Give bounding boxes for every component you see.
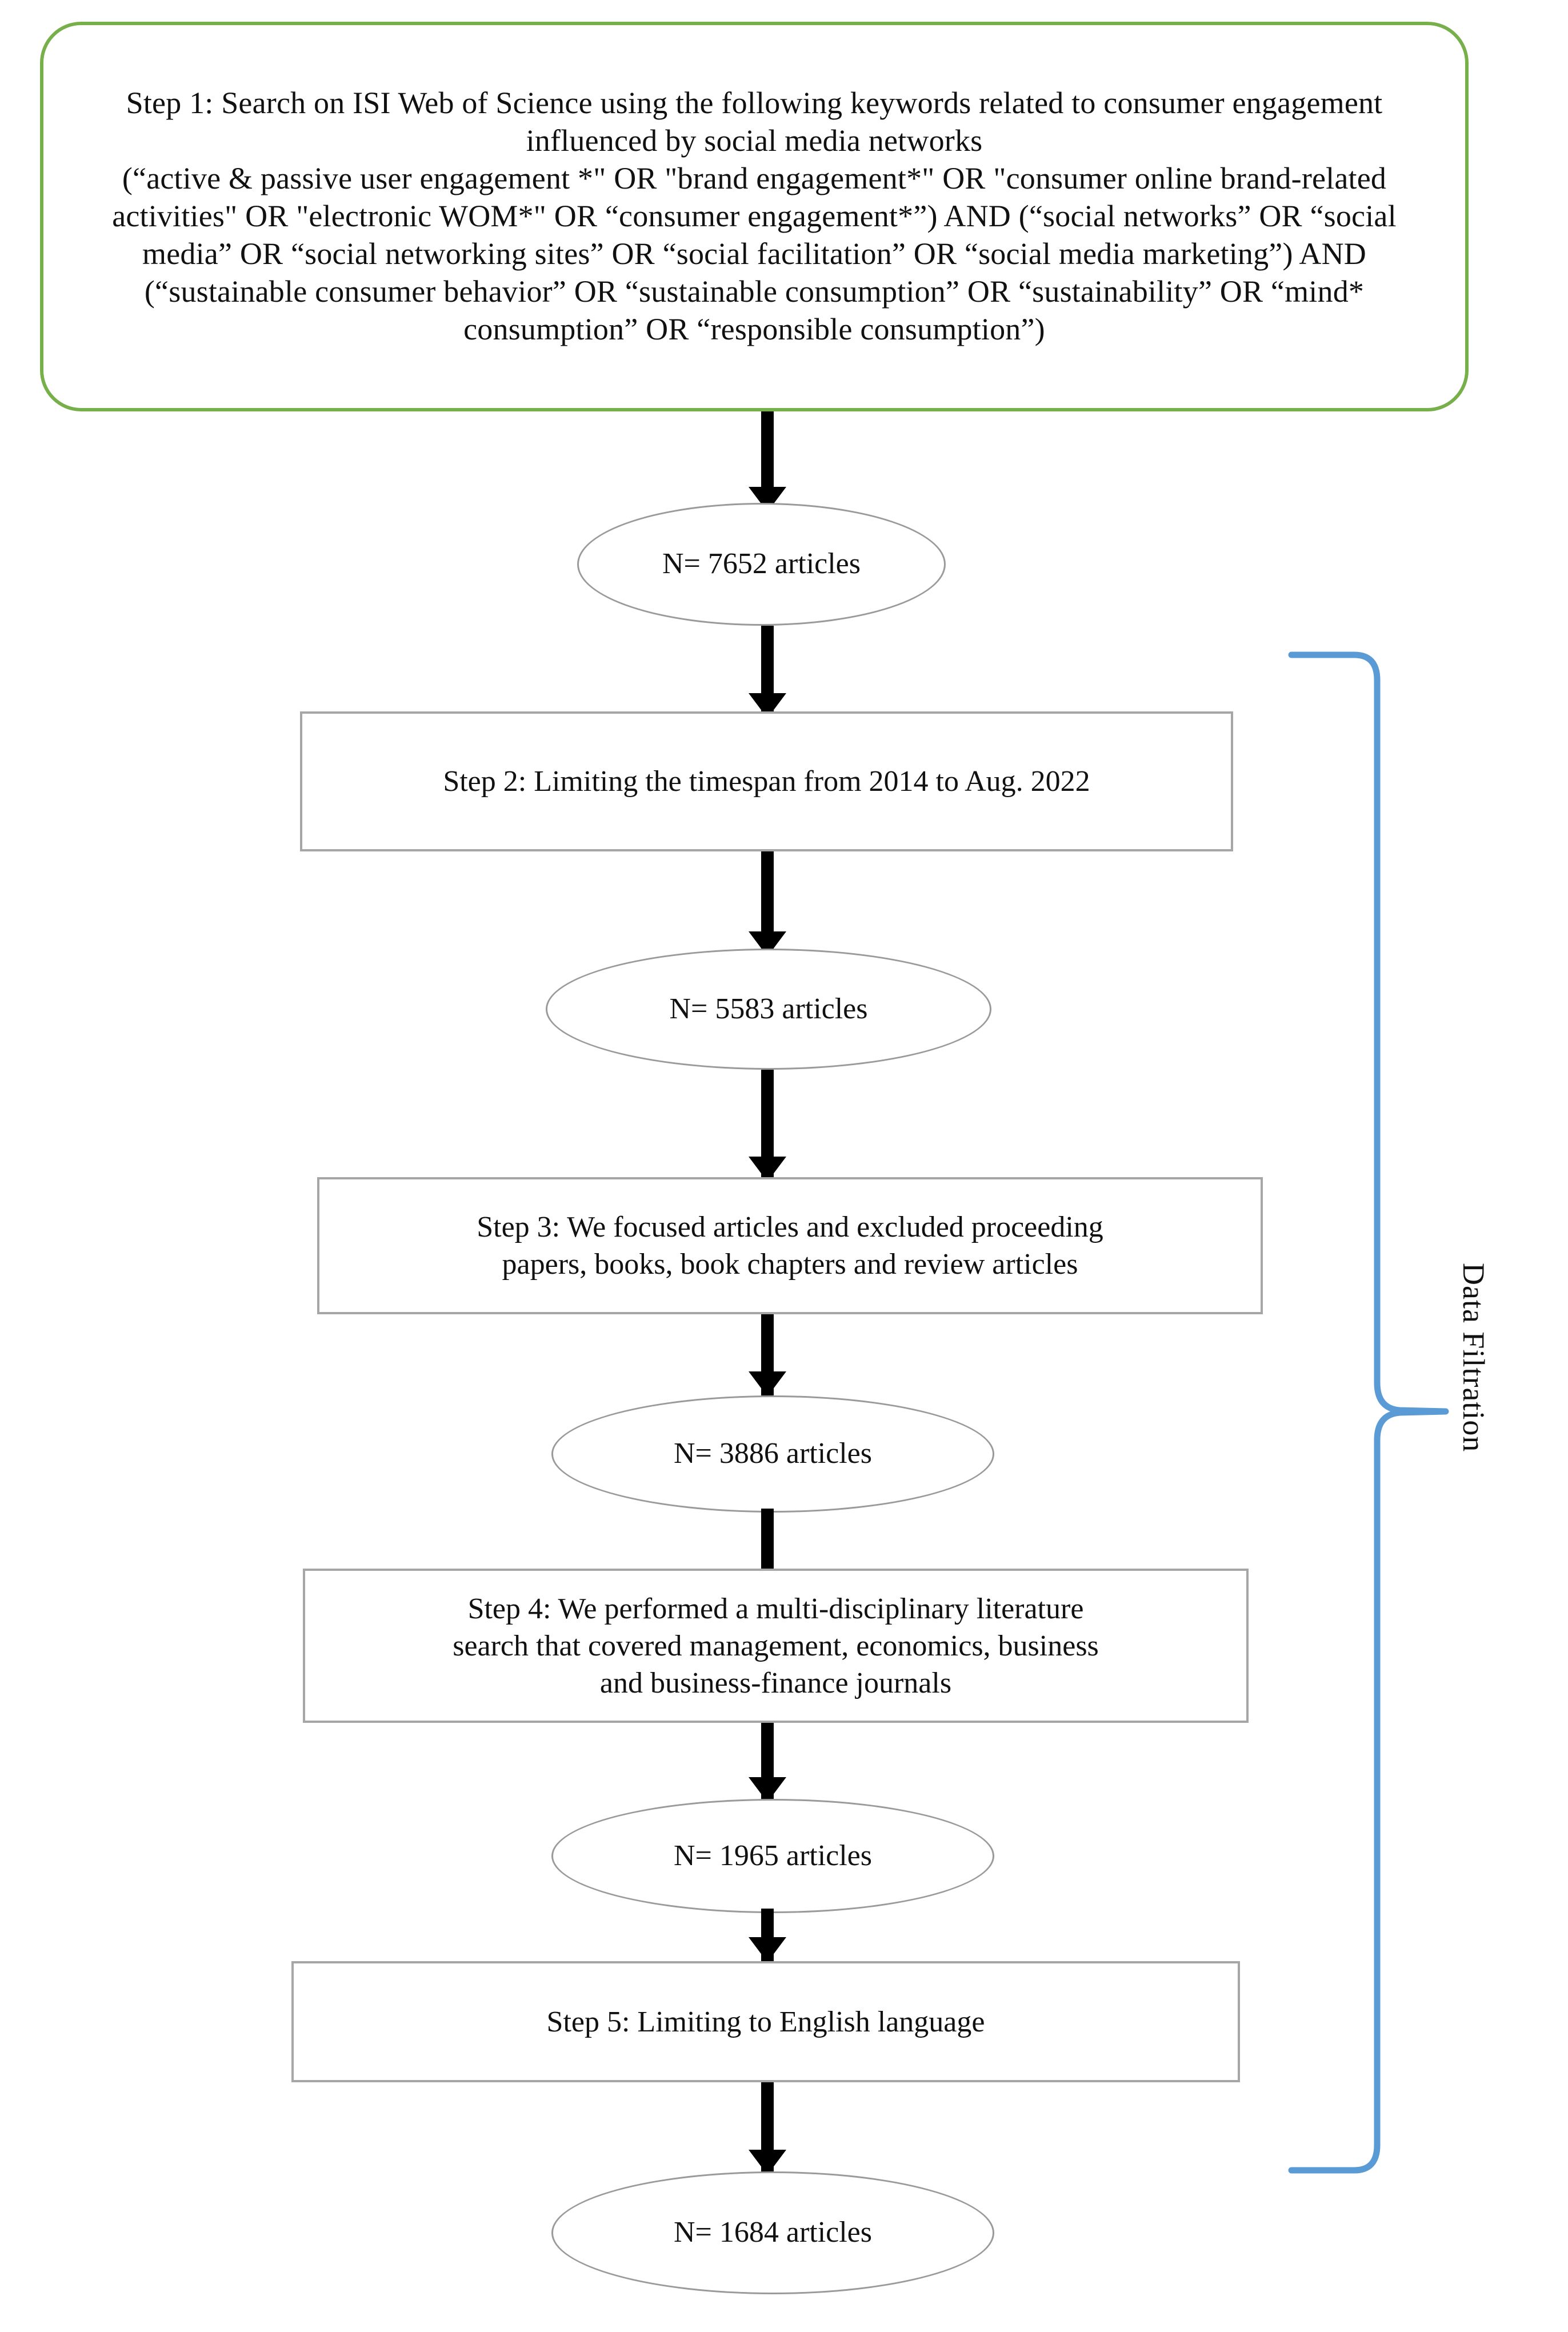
result-3-label: N= 3886 articles xyxy=(673,1437,872,1470)
connector-result2-to-step3 xyxy=(761,1070,774,1179)
arrowhead-result4 xyxy=(749,1777,786,1802)
arrowhead-result3 xyxy=(749,1371,786,1397)
data-filtration-brace xyxy=(1288,651,1449,2174)
connector-result3-to-step4 xyxy=(761,1509,774,1577)
step-4-box: Step 4: We performed a multi-disciplinar… xyxy=(303,1569,1249,1723)
step-4-text: Step 4: We performed a multi-disciplinar… xyxy=(453,1592,1099,1699)
step-3-box: Step 3: We focused articles and excluded… xyxy=(317,1177,1263,1314)
connector-step1-to-result1 xyxy=(761,411,774,504)
result-4-label: N= 1965 articles xyxy=(673,1839,872,1872)
step-5-text: Step 5: Limiting to English language xyxy=(546,2005,985,2038)
result-ellipse-2: N= 5583 articles xyxy=(546,949,991,1070)
result-ellipse-5: N= 1684 articles xyxy=(551,2171,994,2294)
result-5-label: N= 1684 articles xyxy=(673,2216,872,2249)
step-2-box: Step 2: Limiting the timespan from 2014 … xyxy=(300,711,1233,851)
result-ellipse-3: N= 3886 articles xyxy=(551,1395,994,1513)
connector-step2-to-result2 xyxy=(761,851,774,954)
step-2-text: Step 2: Limiting the timespan from 2014 … xyxy=(443,765,1090,798)
step-3-text: Step 3: We focused articles and excluded… xyxy=(477,1211,1103,1281)
result-2-label: N= 5583 articles xyxy=(669,992,868,1025)
arrowhead-step5 xyxy=(749,1937,786,1962)
result-1-label: N= 7652 articles xyxy=(662,547,861,581)
step-1-box: Step 1: Search on ISI Web of Science usi… xyxy=(40,22,1469,411)
step-1-text: Step 1: Search on ISI Web of Science usi… xyxy=(112,86,1397,346)
data-filtration-label: Data Filtration xyxy=(1457,1263,1491,1453)
arrowhead-result5 xyxy=(749,2150,786,2175)
result-ellipse-1: N= 7652 articles xyxy=(577,503,946,626)
result-ellipse-4: N= 1965 articles xyxy=(551,1799,994,1913)
step-5-box: Step 5: Limiting to English language xyxy=(291,1961,1240,2082)
